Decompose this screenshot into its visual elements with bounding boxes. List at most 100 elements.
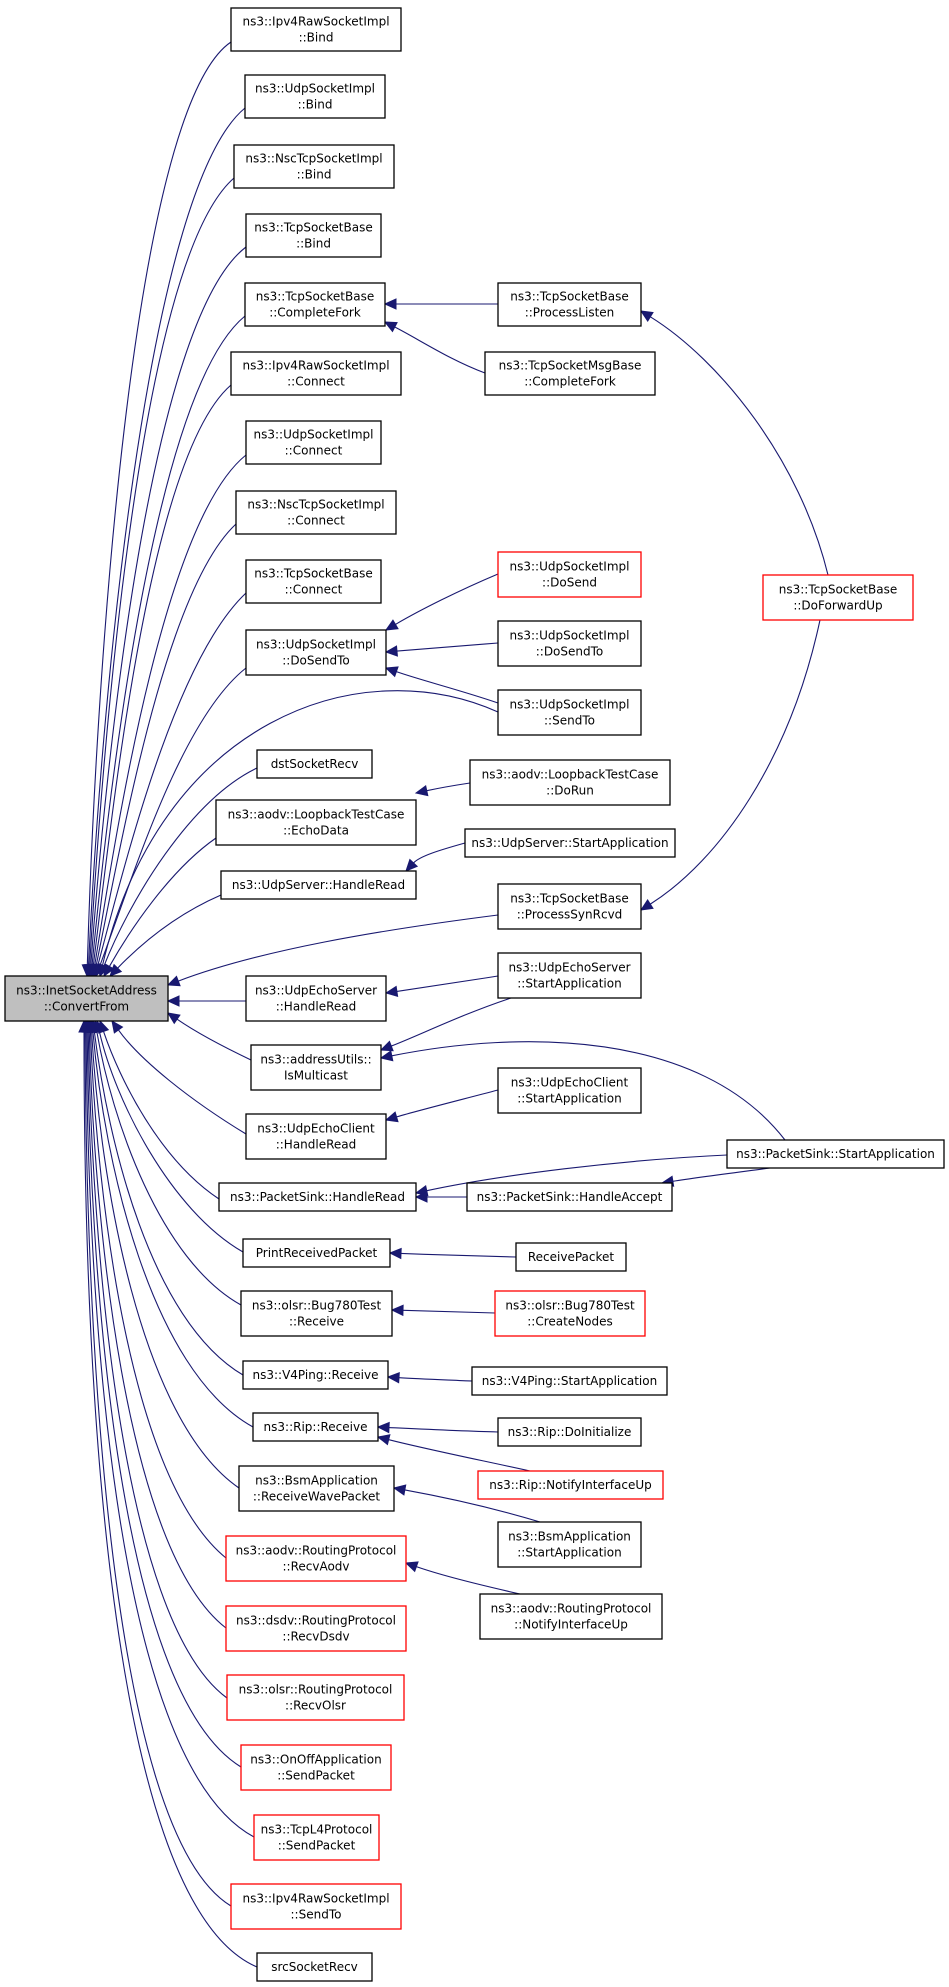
node-box[interactable] (497, 1521, 642, 1568)
node-m8[interactable]: ns3::TcpSocketBase::ProcessSynRcvd (497, 883, 642, 930)
node-box[interactable] (479, 1593, 663, 1640)
node-m13[interactable]: ns3::olsr::Bug780Test::CreateNodes (494, 1290, 646, 1337)
node-box[interactable] (242, 1360, 389, 1390)
node-box[interactable] (484, 351, 656, 396)
node-box[interactable] (245, 975, 387, 1022)
node-n6[interactable]: ns3::Ipv4RawSocketImpl::Connect (230, 351, 402, 396)
node-n2[interactable]: ns3::UdpSocketImpl::Bind (244, 74, 386, 119)
node-n16[interactable]: ns3::UdpEchoClient::HandleRead (245, 1113, 387, 1160)
node-n25[interactable]: ns3::olsr::RoutingProtocol::RecvOlsr (226, 1674, 405, 1721)
node-box[interactable] (230, 351, 402, 396)
node-box[interactable] (244, 74, 386, 119)
node-n10[interactable]: ns3::UdpSocketImpl::DoSendTo (245, 629, 387, 676)
node-n3[interactable]: ns3::NscTcpSocketImpl::Bind (233, 144, 395, 189)
node-m4[interactable]: ns3::UdpSocketImpl::DoSendTo (497, 620, 642, 667)
node-box[interactable] (469, 759, 671, 806)
node-m3[interactable]: ns3::UdpSocketImpl::DoSend (497, 551, 642, 598)
node-n27[interactable]: ns3::TcpL4Protocol::SendPacket (253, 1814, 380, 1861)
node-box[interactable] (250, 1044, 382, 1091)
node-n8[interactable]: ns3::NscTcpSocketImpl::Connect (235, 490, 397, 535)
node-m15[interactable]: ns3::Rip::DoInitialize (497, 1417, 642, 1447)
node-n1[interactable]: ns3::Ipv4RawSocketImpl::Bind (230, 7, 402, 52)
node-n20[interactable]: ns3::V4Ping::Receive (242, 1360, 389, 1390)
node-box[interactable] (466, 1182, 673, 1212)
node-n15[interactable]: ns3::addressUtils::IsMulticast (250, 1044, 382, 1091)
node-n23[interactable]: ns3::aodv::RoutingProtocol::RecvAodv (225, 1535, 407, 1582)
node-n24[interactable]: ns3::dsdv::RoutingProtocol::RecvDsdv (225, 1605, 407, 1652)
node-box[interactable] (256, 749, 373, 779)
node-box[interactable] (515, 1242, 627, 1272)
node-n28[interactable]: ns3::Ipv4RawSocketImpl::SendTo (230, 1883, 402, 1930)
node-n17[interactable]: ns3::PacketSink::HandleRead (218, 1182, 417, 1212)
node-box[interactable] (245, 1113, 387, 1160)
node-box[interactable] (245, 213, 382, 258)
node-m6[interactable]: ns3::aodv::LoopbackTestCase::DoRun (469, 759, 671, 806)
node-box[interactable] (497, 883, 642, 930)
node-box[interactable] (252, 1412, 379, 1442)
node-box[interactable] (215, 799, 417, 846)
node-box[interactable] (494, 1290, 646, 1337)
node-box[interactable] (497, 1417, 642, 1447)
node-box[interactable] (244, 282, 386, 327)
node-m12[interactable]: ReceivePacket (515, 1242, 627, 1272)
node-box[interactable] (497, 282, 642, 327)
node-box[interactable] (497, 620, 642, 667)
node-r2[interactable]: ns3::PacketSink::StartApplication (726, 1139, 945, 1169)
node-box[interactable] (256, 1952, 373, 1982)
node-n26[interactable]: ns3::OnOffApplication::SendPacket (240, 1744, 392, 1791)
node-box[interactable] (225, 1605, 407, 1652)
node-n29[interactable]: srcSocketRecv (256, 1952, 373, 1982)
node-n21[interactable]: ns3::Rip::Receive (252, 1412, 379, 1442)
node-m10[interactable]: ns3::UdpEchoClient::StartApplication (497, 1067, 642, 1114)
node-n9[interactable]: ns3::TcpSocketBase::Connect (245, 559, 382, 604)
node-n4[interactable]: ns3::TcpSocketBase::Bind (245, 213, 382, 258)
node-r1[interactable]: ns3::TcpSocketBase::DoForwardUp (762, 574, 914, 621)
node-m7[interactable]: ns3::UdpServer::StartApplication (464, 828, 676, 858)
node-box[interactable] (497, 689, 642, 736)
node-n14[interactable]: ns3::UdpEchoServer::HandleRead (245, 975, 387, 1022)
node-box[interactable] (497, 551, 642, 598)
node-box[interactable] (235, 490, 397, 535)
node-m9[interactable]: ns3::UdpEchoServer::StartApplication (497, 952, 642, 999)
node-box[interactable] (762, 574, 914, 621)
node-box[interactable] (233, 144, 395, 189)
node-m5[interactable]: ns3::UdpSocketImpl::SendTo (497, 689, 642, 736)
node-n13[interactable]: ns3::UdpServer::HandleRead (220, 870, 417, 900)
node-root[interactable]: ns3::InetSocketAddress::ConvertFrom (4, 975, 169, 1022)
node-box[interactable] (245, 629, 387, 676)
node-box[interactable] (240, 1744, 392, 1791)
node-box[interactable] (226, 1674, 405, 1721)
node-m1[interactable]: ns3::TcpSocketBase::ProcessListen (497, 282, 642, 327)
node-box[interactable] (4, 975, 169, 1022)
node-box[interactable] (230, 1883, 402, 1930)
node-box[interactable] (253, 1814, 380, 1861)
node-n11[interactable]: dstSocketRecv (256, 749, 373, 779)
node-box[interactable] (238, 1465, 395, 1512)
node-m16[interactable]: ns3::Rip::NotifyInterfaceUp (477, 1470, 664, 1500)
node-m11[interactable]: ns3::PacketSink::HandleAccept (466, 1182, 673, 1212)
node-n5[interactable]: ns3::TcpSocketBase::CompleteFork (244, 282, 386, 327)
node-box[interactable] (497, 1067, 642, 1114)
node-box[interactable] (471, 1366, 668, 1396)
node-n19[interactable]: ns3::olsr::Bug780Test::Receive (240, 1290, 393, 1337)
node-box[interactable] (242, 1238, 391, 1268)
node-n18[interactable]: PrintReceivedPacket (242, 1238, 391, 1268)
node-n22[interactable]: ns3::BsmApplication::ReceiveWavePacket (238, 1465, 395, 1512)
node-box[interactable] (240, 1290, 393, 1337)
node-box[interactable] (726, 1139, 945, 1169)
node-box[interactable] (464, 828, 676, 858)
node-box[interactable] (218, 1182, 417, 1212)
node-n7[interactable]: ns3::UdpSocketImpl::Connect (245, 420, 382, 465)
node-box[interactable] (477, 1470, 664, 1500)
node-box[interactable] (220, 870, 417, 900)
node-n12[interactable]: ns3::aodv::LoopbackTestCase::EchoData (215, 799, 417, 846)
node-box[interactable] (245, 420, 382, 465)
node-box[interactable] (497, 952, 642, 999)
node-m2[interactable]: ns3::TcpSocketMsgBase::CompleteFork (484, 351, 656, 396)
node-box[interactable] (245, 559, 382, 604)
node-m14[interactable]: ns3::V4Ping::StartApplication (471, 1366, 668, 1396)
node-box[interactable] (225, 1535, 407, 1582)
node-box[interactable] (230, 7, 402, 52)
node-m17[interactable]: ns3::BsmApplication::StartApplication (497, 1521, 642, 1568)
node-m18[interactable]: ns3::aodv::RoutingProtocol::NotifyInterf… (479, 1593, 663, 1640)
